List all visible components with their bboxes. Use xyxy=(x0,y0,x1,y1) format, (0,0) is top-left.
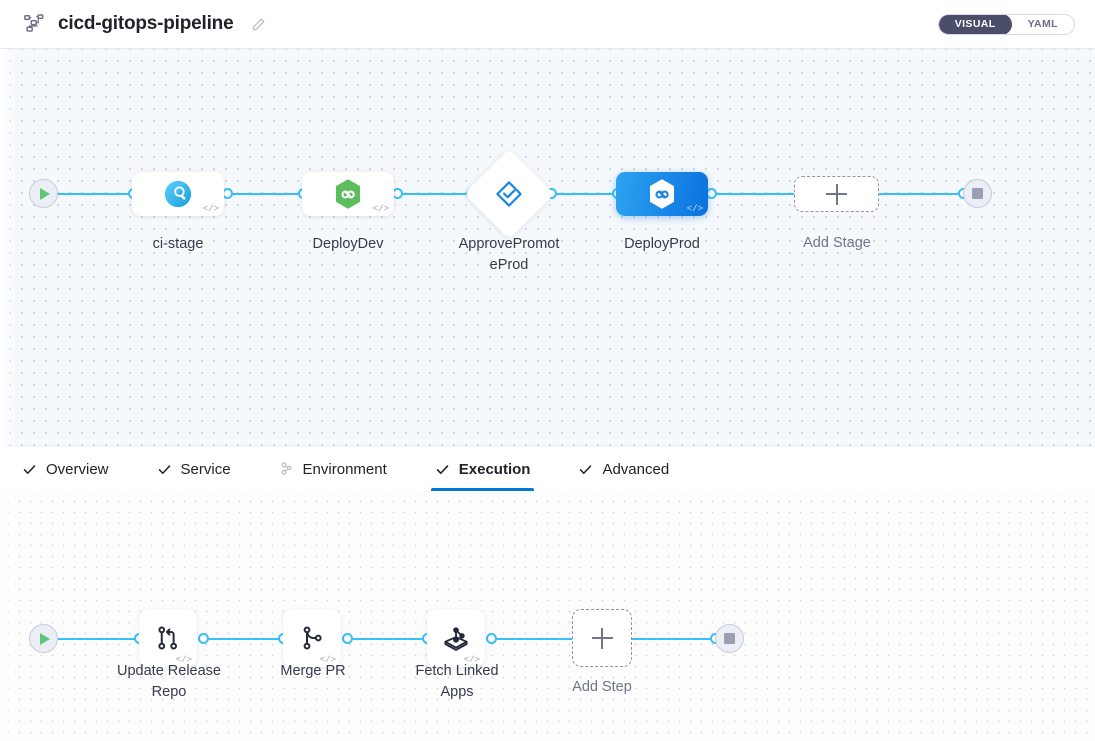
git-branch-icon xyxy=(303,626,322,650)
stage-label-ci-stage: ci-stage xyxy=(152,236,204,252)
git-merge-icon xyxy=(158,626,178,650)
stop-icon xyxy=(724,633,735,644)
tab-label: Execution xyxy=(458,460,531,478)
start-node[interactable] xyxy=(29,179,58,208)
edge-addstage-to-end xyxy=(872,193,972,195)
stage-card[interactable]: </> xyxy=(132,172,224,216)
stage-node-approve-promote-prod[interactable] xyxy=(463,148,555,240)
approval-icon xyxy=(494,179,524,209)
plus-icon xyxy=(826,183,847,205)
add-step-label: Add Step xyxy=(572,679,632,695)
deploy-hexagon-icon xyxy=(333,178,363,211)
end-node[interactable] xyxy=(963,179,992,208)
plus-icon xyxy=(591,627,613,649)
start-node[interactable] xyxy=(29,624,58,653)
tab-label: Environment xyxy=(302,460,387,478)
cluster-icon xyxy=(279,462,294,477)
deploy-hexagon-icon xyxy=(647,178,677,211)
edge-approve-to-deployprod xyxy=(540,193,642,195)
edge-add-step-to-end xyxy=(632,638,724,640)
add-stage-label: Add Stage xyxy=(803,235,871,251)
add-stage-node[interactable] xyxy=(794,176,879,212)
step-canvas[interactable]: </> Update Release Repo </> Merge PR xyxy=(0,491,1095,741)
edge-deployprod-to-addstage xyxy=(706,193,816,195)
step-label-fetch-linked-apps: Fetch Linked Apps xyxy=(415,663,499,700)
check-icon xyxy=(22,462,37,477)
tab-label: Service xyxy=(180,460,231,478)
add-step-button[interactable] xyxy=(572,609,632,667)
code-badge: </> xyxy=(319,655,336,665)
add-stage-button[interactable] xyxy=(794,176,879,212)
check-icon xyxy=(578,462,593,477)
end-node[interactable] xyxy=(715,624,744,653)
step-label-update-release-repo: Update Release Repo xyxy=(117,663,221,700)
stage-card-selected[interactable]: </> xyxy=(616,172,708,216)
tab-overview[interactable]: Overview xyxy=(18,447,131,491)
edge-start-to-update-repo xyxy=(48,638,148,640)
edge-update-repo-to-merge-pr xyxy=(198,638,298,640)
tab-environment[interactable]: Environment xyxy=(275,447,409,491)
edge-start-to-ci xyxy=(48,193,148,195)
add-step-node[interactable] xyxy=(572,609,632,667)
play-icon xyxy=(40,632,50,645)
stage-canvas[interactable]: </> ci-stage </> xyxy=(0,49,1095,447)
pipeline-icon xyxy=(22,12,46,36)
step-card[interactable]: </> xyxy=(283,609,341,667)
edge-fetch-apps-to-add-step xyxy=(486,638,572,640)
argo-squid-icon xyxy=(444,627,468,651)
edge-deploydev-to-approve xyxy=(388,193,498,195)
header-bar: cicd-gitops-pipeline VISUAL YAML xyxy=(0,0,1095,49)
code-badge: </> xyxy=(686,204,703,214)
stage-node-deploy-dev[interactable]: </> xyxy=(302,172,394,216)
code-badge: </> xyxy=(463,655,480,665)
step-card[interactable]: </> xyxy=(139,609,197,667)
check-icon xyxy=(157,462,172,477)
stage-card[interactable]: </> xyxy=(302,172,394,216)
toggle-option-visual[interactable]: VISUAL xyxy=(938,14,1012,34)
connector-dot-merge-pr-out[interactable] xyxy=(342,633,353,644)
edge-merge-pr-to-fetch-apps xyxy=(342,638,442,640)
tab-advanced[interactable]: Advanced xyxy=(574,447,691,491)
view-mode-toggle[interactable]: VISUAL YAML xyxy=(937,13,1075,35)
stage-label-deploy-dev: DeployDev xyxy=(312,236,384,252)
connector-dot-fetch-apps-out[interactable] xyxy=(486,633,497,644)
header-right: VISUAL YAML xyxy=(937,13,1075,35)
tab-execution[interactable]: Execution xyxy=(430,447,553,491)
check-icon xyxy=(435,462,450,477)
stage-node-deploy-prod[interactable]: </> xyxy=(616,172,708,216)
stage-label-deploy-prod: DeployProd xyxy=(624,236,700,252)
approval-diamond[interactable] xyxy=(463,148,555,240)
tab-label: Overview xyxy=(46,460,109,478)
stop-icon xyxy=(972,188,983,199)
tab-service[interactable]: Service xyxy=(153,447,253,491)
header-left: cicd-gitops-pipeline xyxy=(22,12,267,36)
stage-label-approve-promote-prod: ApprovePromot eProd xyxy=(458,236,560,273)
page-title: cicd-gitops-pipeline xyxy=(58,13,234,34)
stage-node-ci-stage[interactable]: </> xyxy=(132,172,224,216)
code-badge: </> xyxy=(372,204,389,214)
play-icon xyxy=(40,187,50,200)
connector-dot-update-repo-out[interactable] xyxy=(198,633,209,644)
code-badge: </> xyxy=(175,655,192,665)
step-node-merge-pr[interactable]: </> xyxy=(283,609,341,667)
step-card[interactable]: </> xyxy=(427,609,485,667)
stage-tabs: Overview Service Environment xyxy=(0,447,1095,491)
pencil-icon[interactable] xyxy=(249,15,267,33)
code-badge: </> xyxy=(202,204,219,214)
edge-ci-to-deploydev xyxy=(218,193,328,195)
tab-label: Advanced xyxy=(602,460,670,478)
toggle-option-yaml[interactable]: YAML xyxy=(1027,17,1058,30)
step-node-fetch-linked-apps[interactable]: </> xyxy=(427,609,485,667)
step-node-update-release-repo[interactable]: </> xyxy=(139,609,197,667)
ci-build-icon xyxy=(164,180,192,208)
